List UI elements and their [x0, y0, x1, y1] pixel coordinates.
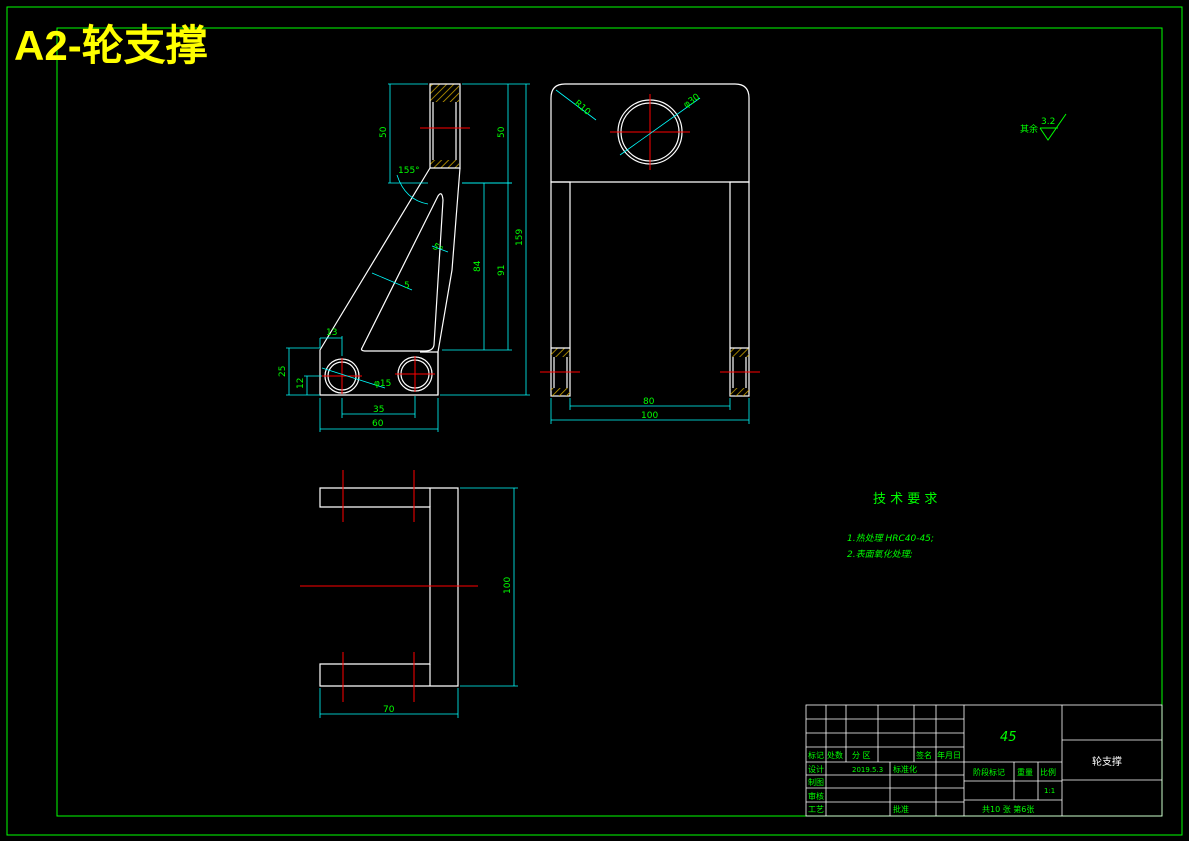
front-view-dimensions	[550, 89, 750, 424]
tb-cell: 设计	[808, 764, 824, 774]
tb-cell: 标准化	[893, 764, 917, 774]
tb-cell: 比例	[1040, 767, 1056, 777]
dim-text: φ30	[682, 92, 702, 110]
tech-requirements: 技 术 要 求 1.热处理 HRC40-45; 2.表面氧化处理;	[847, 492, 937, 560]
front-view-centerlines	[540, 94, 760, 373]
inner-frame	[56, 27, 1163, 817]
front-view-dim-text: R10 φ30 80 100	[572, 92, 702, 421]
tb-material: 45	[1000, 730, 1017, 745]
dim-text: 70	[383, 705, 395, 715]
dim-text: 50	[379, 126, 389, 138]
roughness-check-icon	[1039, 113, 1067, 141]
side-view-dimensions	[286, 83, 530, 432]
dim-text: 80	[643, 397, 655, 407]
roughness-symbol: 其余 3.2	[1020, 113, 1067, 141]
tb-cell: 制图	[808, 777, 824, 787]
tb-cell: 分 区	[852, 751, 871, 760]
side-hub-hatch-bottom	[430, 160, 459, 168]
side-rib-cutout	[360, 193, 444, 352]
top-view-outline	[319, 487, 459, 687]
title-block	[805, 704, 1163, 817]
roughness-value: 3.2	[1041, 117, 1055, 127]
tb-cell: 处数	[827, 750, 843, 760]
dim-text: 91	[497, 265, 507, 276]
dim-text: 5	[404, 281, 410, 291]
sheet-title: A2-轮支撑	[14, 22, 208, 69]
top-view-dim-text: 100 70	[383, 577, 513, 715]
tb-cell: 重量	[1017, 767, 1033, 777]
side-hub-hatch-top	[430, 84, 459, 102]
top-view	[319, 487, 459, 687]
side-outer-profile	[319, 167, 461, 396]
tb-part-name: 轮支撑	[1092, 755, 1122, 768]
tech-item: 2.表面氧化处理;	[847, 549, 913, 560]
tb-cell: 共10 张 第6张	[982, 804, 1034, 814]
dim-text: 100	[503, 577, 513, 594]
tech-item: 1.热处理 HRC40-45;	[847, 533, 934, 544]
tb-cell: 批准	[893, 804, 909, 814]
tb-cell: 年月日	[937, 750, 961, 760]
tb-cell: 1:1	[1044, 787, 1055, 795]
dim-text: 84	[473, 260, 483, 272]
dim-text: 25	[278, 366, 288, 377]
tb-cell: 2019.5.3	[852, 766, 883, 774]
dim-text: 50	[497, 126, 507, 138]
dim-text: 13	[326, 328, 337, 338]
dim-text: 5°	[431, 242, 445, 256]
front-top-block	[550, 83, 750, 183]
top-view-centerlines	[300, 470, 478, 702]
dim-text: 35	[373, 405, 384, 415]
side-view-dim-text: 50 50 155° 5° 5 84 91 159 13 25 12 φ15 3…	[278, 126, 525, 429]
outer-frame	[6, 6, 1183, 836]
title-block-text: 45 轮支撑 标记 处数 分 区 签名 年月日 设计 2019.5.3 标准化 …	[808, 730, 1122, 814]
dim-text: φ15	[374, 379, 391, 389]
dim-text: 60	[372, 419, 384, 429]
tb-cell: 签名	[916, 750, 932, 760]
dim-text: 159	[515, 229, 525, 246]
tb-cell: 阶段标记	[973, 767, 1005, 777]
dim-text: 155°	[398, 166, 420, 176]
dim-text: 12	[296, 378, 306, 389]
tb-cell: 标记	[808, 750, 824, 760]
tb-cell: 工艺	[808, 805, 824, 814]
tb-cell: 审核	[808, 791, 824, 801]
dim-text: 100	[641, 411, 658, 421]
tech-heading: 技 术 要 求	[873, 492, 937, 507]
roughness-label: 其余	[1020, 123, 1038, 135]
top-view-dimensions	[319, 487, 518, 718]
side-view-centerlines	[322, 127, 470, 394]
